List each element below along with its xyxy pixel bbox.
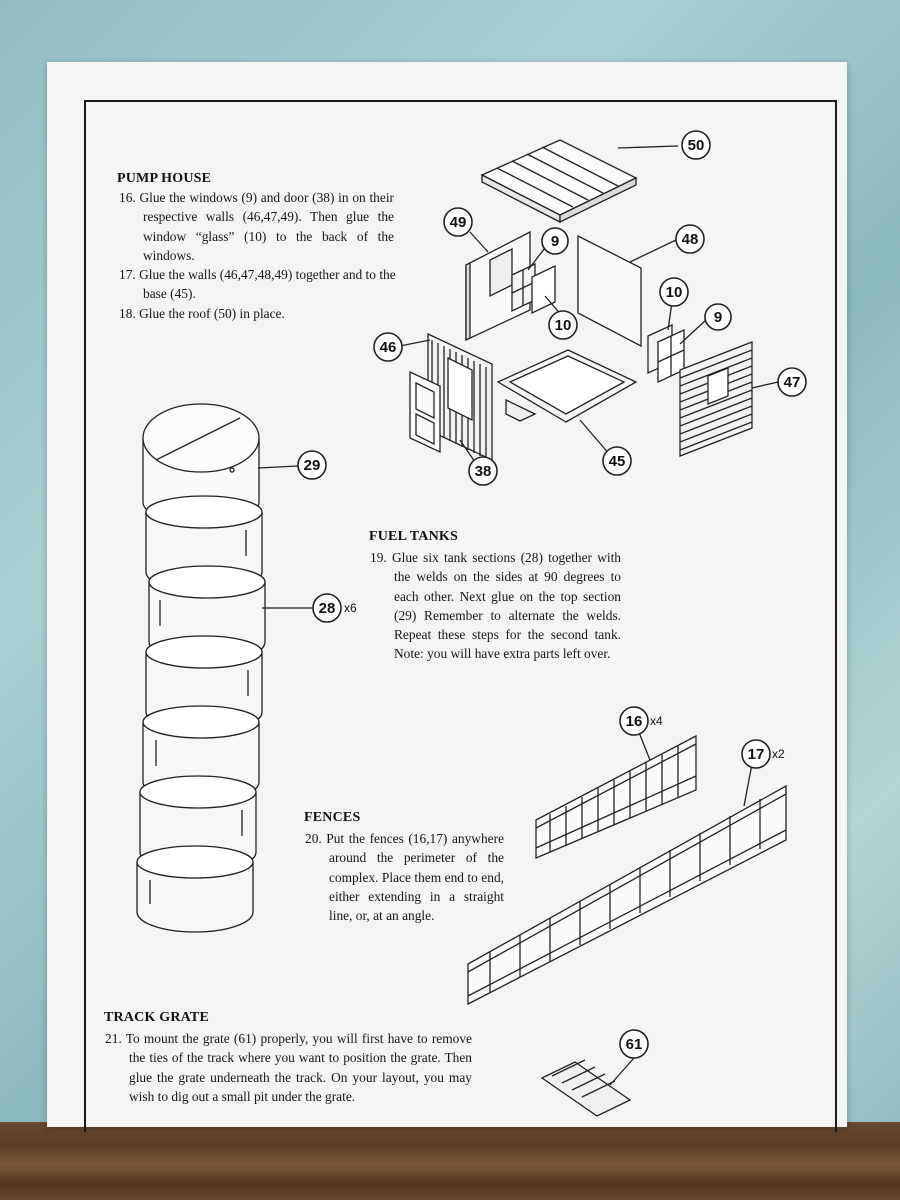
wall-49-diagram — [465, 230, 531, 342]
fence-17-diagram — [467, 763, 787, 1006]
callout-46: 46 — [380, 339, 397, 356]
track-grate-61-diagram — [540, 1057, 635, 1117]
callout-49: 49 — [450, 214, 467, 231]
callout-29: 29 — [304, 457, 321, 474]
callout-61: 61 — [626, 1036, 643, 1053]
callout-28: 28 — [319, 600, 336, 617]
callout-10: 10 — [555, 317, 572, 334]
window-glass-10-diagram — [647, 323, 685, 384]
fuel-tank-stack-diagram — [136, 403, 266, 933]
step-17: 17. Glue the walls (46,47,48,49) togethe… — [119, 267, 396, 302]
step-20: 20. Put the fences (16,17) anywhere arou… — [305, 831, 504, 924]
callout-38: 38 — [475, 463, 492, 480]
callout-16-quantity: x4 — [650, 714, 663, 728]
callout-16: 16 — [626, 713, 643, 730]
callout-48: 48 — [682, 231, 699, 248]
step-19: 19. Glue six tank sections (28) together… — [370, 550, 621, 662]
callout-45: 45 — [609, 453, 626, 470]
wooden-table-edge — [0, 1122, 900, 1200]
callout-47: 47 — [784, 374, 801, 391]
callout-28-quantity: x6 — [344, 601, 357, 615]
door-38-diagram — [409, 370, 441, 454]
roof-part-diagram — [480, 139, 638, 224]
pump-house-heading: PUMP HOUSE — [117, 171, 212, 186]
callout-10: 10 — [666, 284, 683, 301]
wall-47-diagram — [679, 341, 753, 457]
step-21: 21. To mount the grate (61) properly, yo… — [105, 1031, 472, 1104]
window-9-diagram — [511, 262, 556, 315]
step-18: 18. Glue the roof (50) in place. — [119, 306, 285, 321]
callout-17-quantity: x2 — [772, 747, 785, 761]
fuel-tanks-heading: FUEL TANKS — [369, 529, 459, 544]
callout-9: 9 — [551, 233, 559, 250]
fence-16-diagram — [535, 729, 697, 859]
wall-48-diagram — [577, 234, 642, 348]
callout-50: 50 — [688, 137, 705, 154]
callout-17: 17 — [748, 746, 765, 763]
page-border — [84, 100, 837, 1132]
fences-heading: FENCES — [304, 810, 361, 825]
callout-9: 9 — [714, 309, 722, 326]
step-16: 16. Glue the windows (9) and door (38) i… — [119, 190, 394, 263]
base-45-diagram — [496, 349, 638, 423]
track-grate-heading: TRACK GRATE — [104, 1010, 210, 1025]
